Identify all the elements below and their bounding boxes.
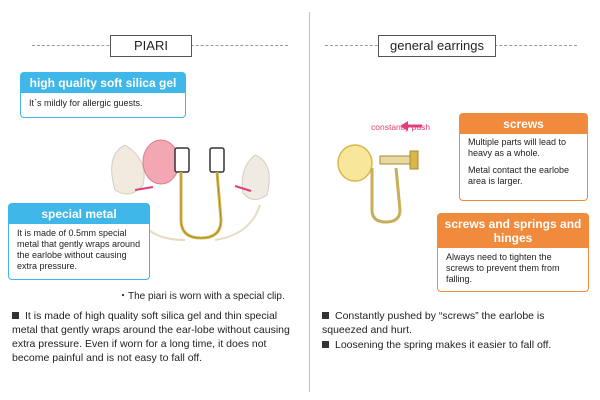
springs-callout-heading: screws and springs and hinges — [438, 214, 588, 248]
right-cap — [209, 147, 225, 173]
screws-callout-text1: Multiple parts will lead to heavy as a w… — [468, 137, 567, 158]
gold-clip — [179, 171, 223, 240]
springs-callout: screws and springs and hinges Always nee… — [437, 213, 589, 292]
push-label: constantly push — [371, 122, 431, 132]
left-bullet-text: It is made of high quality soft silica g… — [12, 310, 290, 364]
bullet-square-icon — [322, 312, 329, 319]
earring-clip — [370, 167, 402, 224]
left-title: PIARI — [110, 35, 192, 57]
metal-callout: special metal It is made of 0.5mm specia… — [8, 203, 150, 280]
right-silicone-pad — [241, 154, 270, 200]
push-arrow-head — [400, 121, 408, 131]
right-wire — [214, 204, 261, 241]
gel-callout-heading: high quality soft silica gel — [21, 73, 185, 93]
metal-callout-text: It is made of 0.5mm special metal that g… — [17, 228, 141, 271]
screw-head — [409, 150, 419, 170]
gold-ball — [337, 144, 373, 182]
right-bullet-1-text: Constantly pushed by “screws” the earlob… — [322, 310, 545, 336]
left-arrow — [134, 186, 154, 191]
left-cap — [174, 147, 190, 173]
screw-shaft — [379, 155, 411, 165]
right-bullet-2: Loosening the spring makes it easier to … — [322, 338, 592, 352]
center-divider — [309, 12, 310, 392]
gel-callout-text: It`s mildly for allergic guests. — [29, 98, 143, 108]
clip-note: ・The piari is worn with a special clip. — [118, 291, 285, 302]
right-bullet-1: Constantly pushed by “screws” the earlob… — [322, 309, 592, 337]
pink-earring-ball — [142, 139, 180, 185]
bullet-square-icon — [12, 312, 19, 319]
metal-callout-heading: special metal — [9, 204, 149, 224]
gel-callout: high quality soft silica gel It`s mildly… — [20, 72, 186, 118]
right-bullet-2-text: Loosening the spring makes it easier to … — [335, 339, 552, 351]
right-arrow — [234, 185, 252, 192]
left-bullet: It is made of high quality soft silica g… — [12, 309, 297, 365]
screws-callout-text2: Metal contact the earlobe area is larger… — [468, 165, 570, 186]
screws-callout: screws Multiple parts will lead to heavy… — [459, 113, 588, 201]
bullet-square-icon — [322, 341, 329, 348]
gold-clip-outline — [180, 171, 222, 239]
springs-callout-text: Always need to tighten the screws to pre… — [446, 252, 560, 284]
right-title: general earrings — [378, 35, 496, 57]
earring-illustration — [337, 121, 422, 224]
screws-callout-heading: screws — [460, 114, 587, 134]
piari-illustration — [111, 139, 270, 241]
left-silicone-pad — [111, 144, 145, 195]
